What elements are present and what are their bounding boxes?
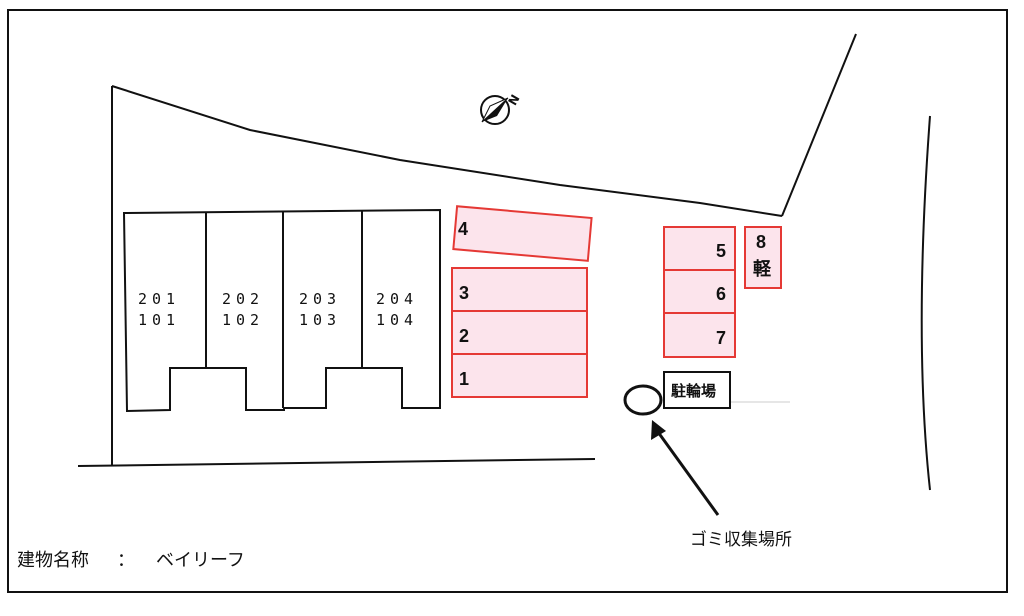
parking-number: 4: [458, 219, 468, 239]
parking-space-2: [451, 310, 588, 355]
building-name: ベイリーフ: [156, 550, 245, 571]
bicycle-parking-label: 駐輪場: [671, 382, 716, 400]
unit-label-lower: 101: [138, 311, 180, 329]
building-name-separator: ：: [117, 550, 135, 571]
parking-type-kei: 軽: [753, 258, 772, 279]
unit-label-lower: 103: [299, 311, 341, 329]
road-edge: [920, 115, 931, 491]
unit-label-lower: 104: [376, 311, 418, 329]
parking-space-1: [451, 353, 588, 398]
parking-space-5: [663, 226, 736, 271]
unit-label-upper: 202: [222, 290, 264, 308]
parking-space-7: [663, 312, 736, 358]
building-name-label: 建物名称: [17, 550, 89, 571]
garbage-arrow-line: [656, 431, 720, 516]
parking-number: 3: [459, 283, 469, 303]
site-boundary-south: [77, 458, 596, 467]
unit-label-lower: 102: [222, 311, 264, 329]
site-boundary-north: [111, 85, 783, 217]
parking-number: 1: [459, 369, 469, 389]
parking-space-3: [451, 267, 588, 312]
parking-number: 5: [716, 241, 726, 261]
parking-space-8: [744, 226, 782, 289]
garbage-point-label: ゴミ収集場所: [690, 529, 792, 550]
parking-space-4: [452, 205, 593, 262]
parking-number: 2: [459, 326, 469, 346]
parking-space-6: [663, 269, 736, 314]
unit-label-upper: 203: [299, 290, 341, 308]
site-boundary-east: [781, 33, 857, 217]
parking-number: 7: [716, 328, 726, 348]
parking-number: 8: [756, 232, 766, 252]
bicycle-parking-box: [663, 371, 731, 409]
parking-number: 6: [716, 284, 726, 304]
building: [122, 208, 441, 413]
compass-icon: N: [480, 92, 523, 125]
unit-label-upper: 201: [138, 290, 180, 308]
unit-label-upper: 204: [376, 290, 418, 308]
arrow-head-icon: [651, 420, 666, 440]
garbage-point-circle: [623, 384, 663, 416]
